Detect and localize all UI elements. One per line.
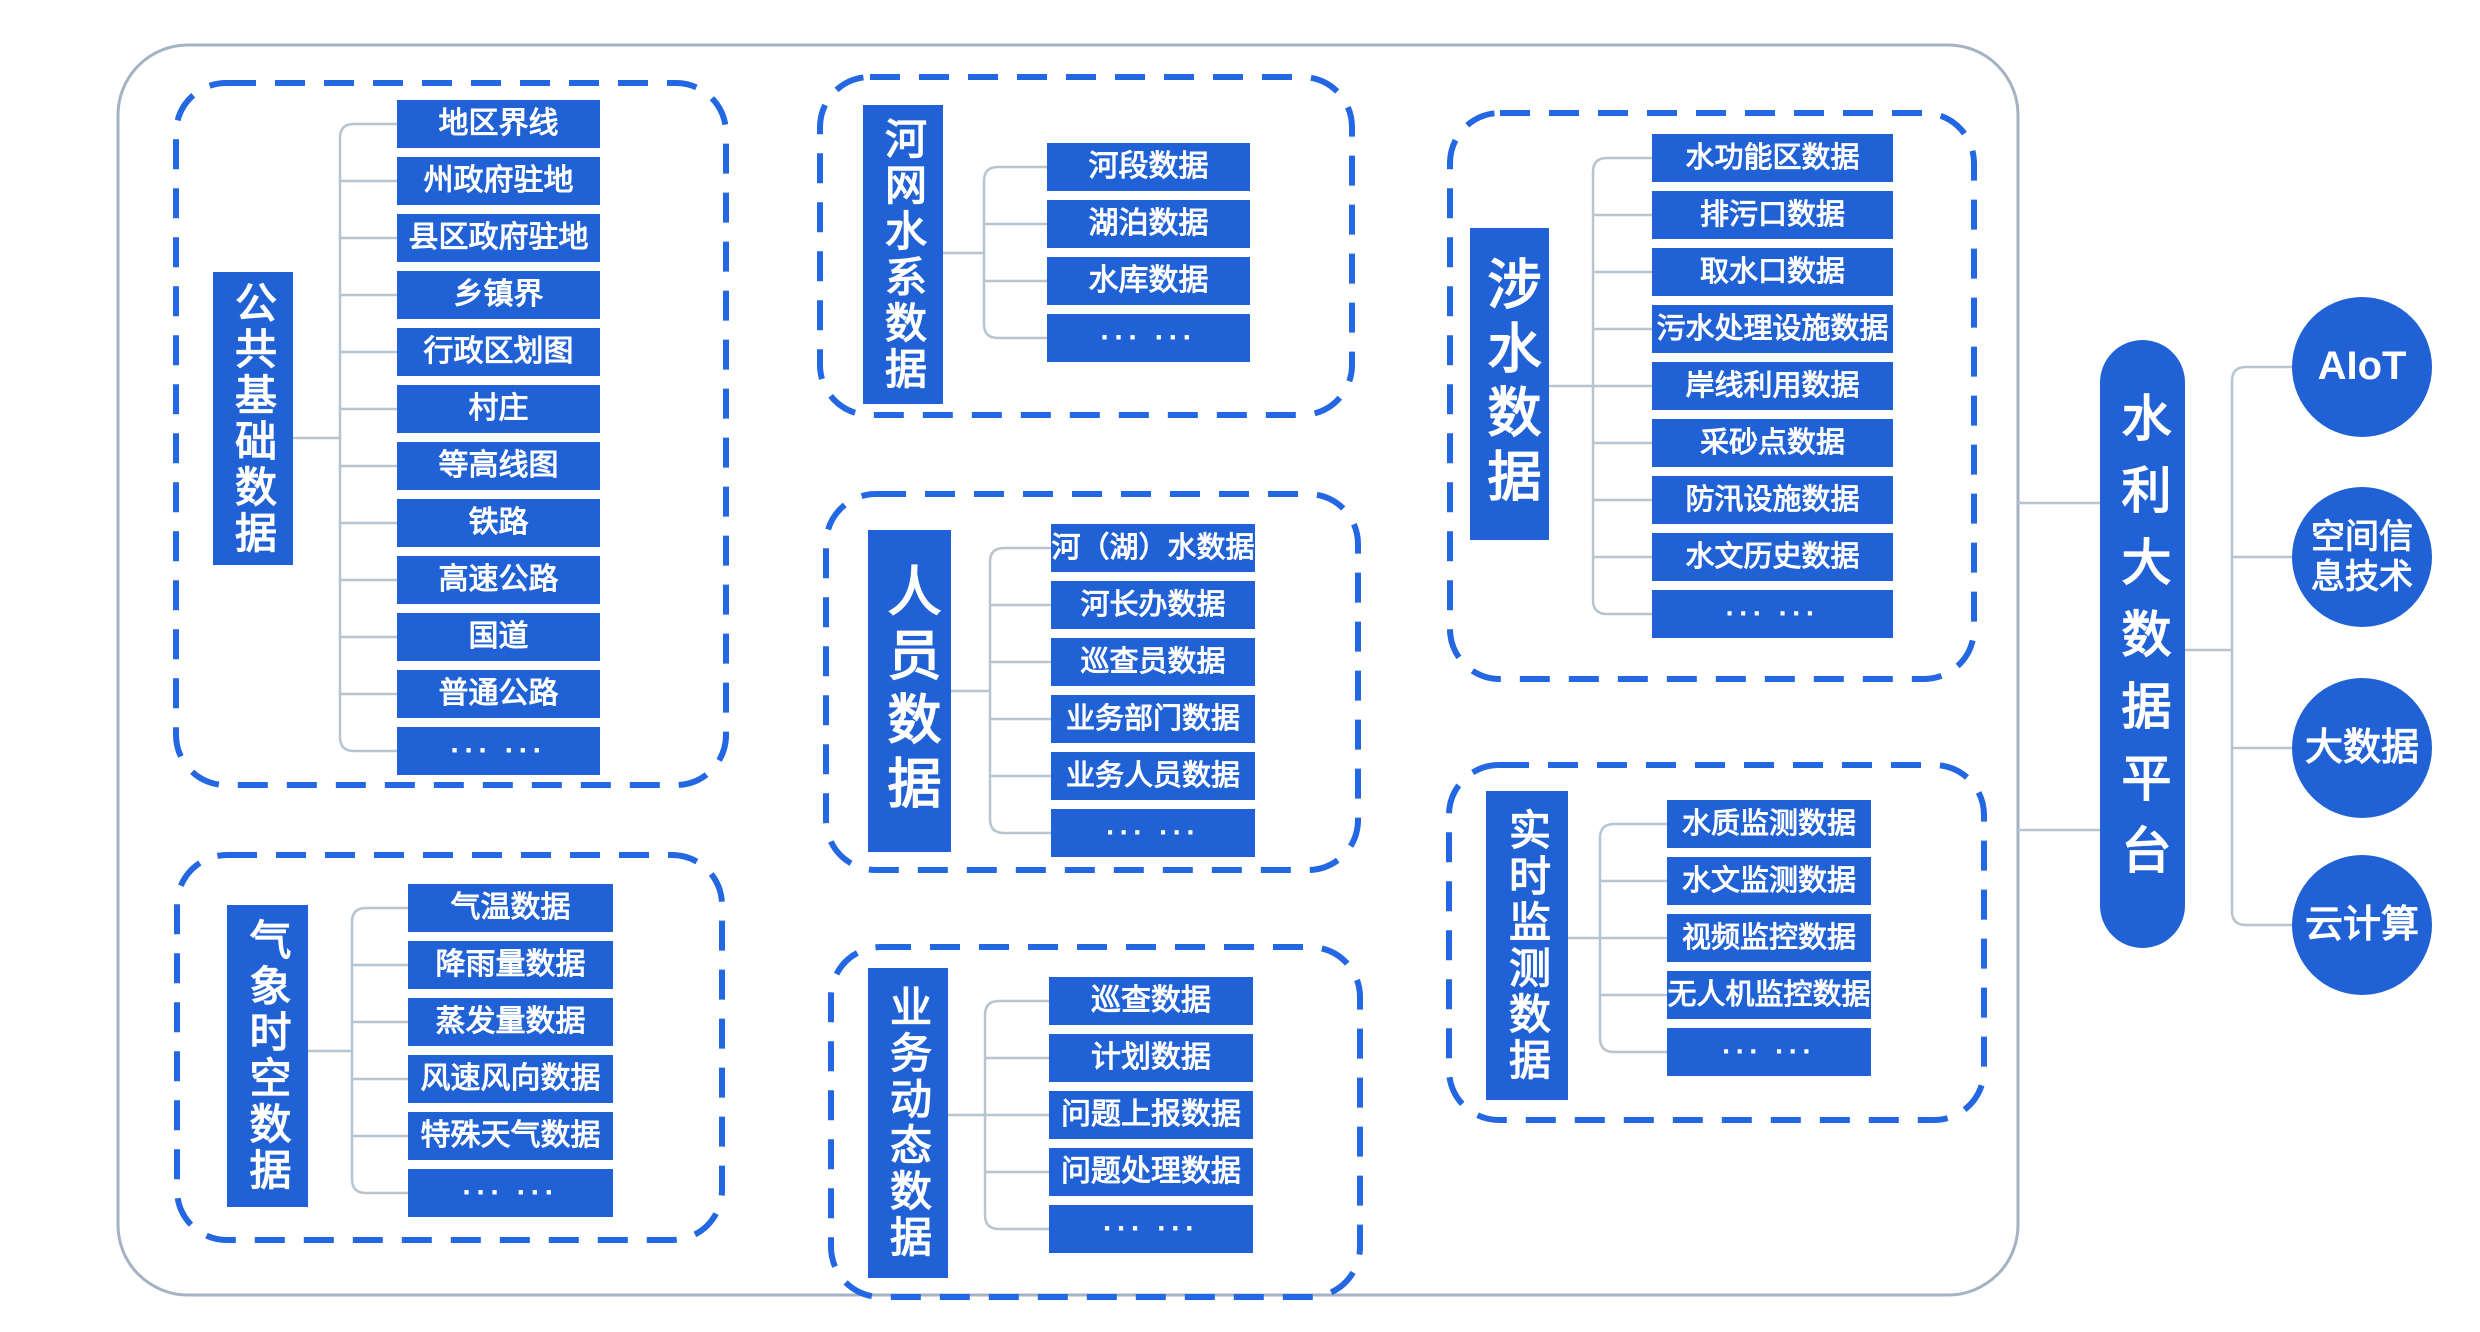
group-item: 巡查数据 bbox=[1049, 977, 1253, 1025]
group-tree-connector bbox=[293, 122, 397, 753]
group-item: 水功能区数据 bbox=[1652, 134, 1893, 182]
group-item: ··· ··· bbox=[408, 1169, 613, 1217]
tech-circle-big-data: 大数据 bbox=[2292, 678, 2432, 818]
group-item: 地区界线 bbox=[397, 100, 600, 148]
group-item: 防汛设施数据 bbox=[1652, 476, 1893, 524]
group-item: 气温数据 bbox=[408, 884, 613, 932]
group-item: 问题上报数据 bbox=[1049, 1091, 1253, 1139]
group-dashed-border bbox=[1447, 110, 1977, 682]
group-item: 高速公路 bbox=[397, 556, 600, 604]
group-item: ··· ··· bbox=[1049, 1205, 1253, 1253]
group-item: 湖泊数据 bbox=[1047, 200, 1250, 248]
group-item: 村庄 bbox=[397, 385, 600, 433]
group-item: 等高线图 bbox=[397, 442, 600, 490]
group-item: 行政区划图 bbox=[397, 328, 600, 376]
group-item: 河长办数据 bbox=[1051, 581, 1255, 629]
group-item: 降雨量数据 bbox=[408, 941, 613, 989]
platform-tech-connector bbox=[2018, 365, 2292, 927]
group-item: 无人机监控数据 bbox=[1667, 971, 1871, 1019]
group-item: 州政府驻地 bbox=[397, 157, 600, 205]
group-item: 业务人员数据 bbox=[1051, 752, 1255, 800]
group-dashed-border bbox=[173, 80, 729, 788]
group-item: ··· ··· bbox=[397, 727, 600, 775]
group-item: 蒸发量数据 bbox=[408, 998, 613, 1046]
group-item: ··· ··· bbox=[1652, 590, 1893, 638]
group-dashed-border bbox=[174, 852, 725, 1243]
group-item: 岸线利用数据 bbox=[1652, 362, 1893, 410]
group-item: 取水口数据 bbox=[1652, 248, 1893, 296]
group-tree-connector bbox=[308, 906, 408, 1195]
group-label-meteorological-data: 气象时空数据 bbox=[227, 905, 308, 1207]
group-item: 业务部门数据 bbox=[1051, 695, 1255, 743]
group-label-business-dynamic-data: 业务动态数据 bbox=[868, 968, 948, 1278]
group-dashed-border bbox=[823, 491, 1361, 873]
group-tree-connector bbox=[951, 546, 1051, 835]
group-item: 水文历史数据 bbox=[1652, 533, 1893, 581]
tech-circle-aiot: AIoT bbox=[2292, 297, 2432, 437]
group-tree-connector bbox=[1549, 156, 1652, 616]
group-item: 视频监控数据 bbox=[1667, 914, 1871, 962]
group-tree-connector bbox=[948, 999, 1049, 1231]
group-label-realtime-monitoring-data: 实时监测数据 bbox=[1486, 791, 1568, 1100]
group-item: 河段数据 bbox=[1047, 143, 1250, 191]
group-dashed-border bbox=[817, 74, 1355, 418]
group-label-public-basic-data: 公共基础数据 bbox=[213, 272, 293, 565]
outer-container-border bbox=[116, 43, 2020, 1297]
group-item: ··· ··· bbox=[1667, 1028, 1871, 1076]
group-item: 问题处理数据 bbox=[1049, 1148, 1253, 1196]
group-item: 水文监测数据 bbox=[1667, 857, 1871, 905]
group-item: 巡查员数据 bbox=[1051, 638, 1255, 686]
group-item: 水质监测数据 bbox=[1667, 800, 1871, 848]
group-item: 国道 bbox=[397, 613, 600, 661]
group-item: 特殊天气数据 bbox=[408, 1112, 613, 1160]
group-item: 乡镇界 bbox=[397, 271, 600, 319]
group-item: 水库数据 bbox=[1047, 257, 1250, 305]
platform-title-pill: 水利大数据平台 bbox=[2100, 340, 2185, 948]
tech-circle-spatial-info: 空间信息技术 bbox=[2292, 487, 2432, 627]
group-dashed-border bbox=[828, 944, 1363, 1300]
group-label-personnel-data: 人员数据 bbox=[868, 530, 951, 852]
group-label-water-related-data: 涉水数据 bbox=[1470, 228, 1549, 540]
group-item: 风速风向数据 bbox=[408, 1055, 613, 1103]
group-item: ··· ··· bbox=[1047, 314, 1250, 362]
group-label-river-network-data: 河网水系数据 bbox=[863, 105, 943, 404]
group-item: 计划数据 bbox=[1049, 1034, 1253, 1082]
group-item: 污水处理设施数据 bbox=[1652, 305, 1893, 353]
group-item: 采砂点数据 bbox=[1652, 419, 1893, 467]
group-item: 县区政府驻地 bbox=[397, 214, 600, 262]
group-dashed-border bbox=[1446, 762, 1987, 1123]
tech-circle-cloud-computing: 云计算 bbox=[2292, 855, 2432, 995]
group-item: ··· ··· bbox=[1051, 809, 1255, 857]
group-item: 排污口数据 bbox=[1652, 191, 1893, 239]
group-tree-connector bbox=[1568, 822, 1667, 1054]
group-item: 河（湖）水数据 bbox=[1051, 524, 1255, 572]
group-item: 普通公路 bbox=[397, 670, 600, 718]
group-item: 铁路 bbox=[397, 499, 600, 547]
group-tree-connector bbox=[943, 165, 1047, 340]
